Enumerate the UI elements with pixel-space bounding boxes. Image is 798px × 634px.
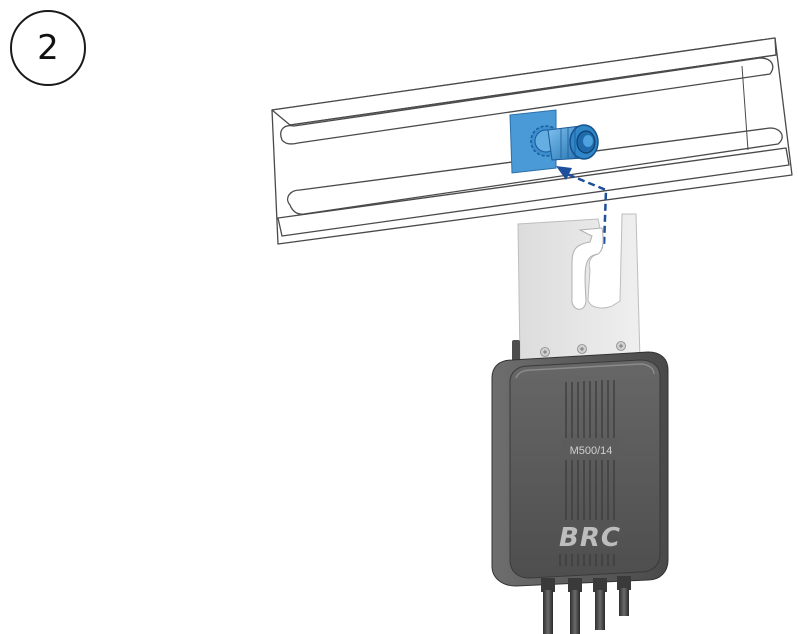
mounting-bolt-icon [509,109,599,174]
cable-connectors [541,576,631,634]
cable-pin [568,578,582,634]
brand-logo: BRC [559,523,621,553]
device-housing: M500/14 BRC [491,351,669,587]
device-model-label: M500/14 [570,445,613,457]
cable-pin [541,578,555,634]
cable-pin [617,576,631,616]
step-number: 2 [37,28,59,68]
cable-pin [593,578,607,630]
step-number-badge: 2 [10,10,86,86]
mounting-bracket [512,213,641,368]
